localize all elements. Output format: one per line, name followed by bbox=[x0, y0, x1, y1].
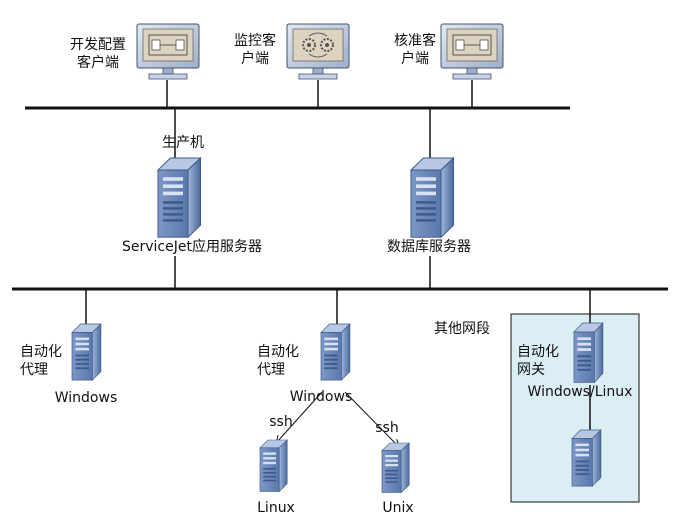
dev-client-label-2: 客户端 bbox=[77, 54, 119, 71]
app-window-icon bbox=[452, 34, 492, 56]
db-server-icon bbox=[410, 157, 455, 238]
approve-client-monitor bbox=[440, 23, 504, 80]
agent2-os-label: Windows bbox=[290, 389, 353, 405]
app-window-icon bbox=[148, 34, 188, 56]
gateway-os-label: Windows/Linux bbox=[528, 384, 633, 400]
agent2-server-icon bbox=[320, 323, 351, 381]
linux-label: Linux bbox=[257, 500, 295, 516]
gateway-server-icon bbox=[573, 322, 604, 383]
gateway-backend-server-icon bbox=[571, 429, 602, 487]
gateway-label-1: 自动化 bbox=[517, 344, 559, 360]
agent1-server-icon bbox=[71, 323, 102, 381]
gateway-label-2: 网关 bbox=[517, 362, 545, 378]
app-server-label: ServiceJet应用服务器 bbox=[122, 238, 262, 255]
dev-client-monitor bbox=[136, 23, 200, 80]
unix-server-icon bbox=[381, 442, 410, 493]
ssh-arrow-left bbox=[277, 391, 323, 442]
db-server-label: 数据库服务器 bbox=[387, 239, 471, 255]
agent1-label-2: 代理 bbox=[20, 362, 48, 378]
agent1-os-label: Windows bbox=[55, 390, 118, 406]
agent2-label-2: 代理 bbox=[257, 362, 285, 378]
monitor-client-label-2: 户端 bbox=[241, 50, 269, 67]
agent1-label-1: 自动化 bbox=[20, 344, 62, 360]
ssh-right-label: ssh bbox=[375, 420, 398, 436]
approve-client-label-1: 核准客 bbox=[394, 32, 436, 49]
agent2-label-1: 自动化 bbox=[257, 344, 299, 360]
gears-icon bbox=[302, 32, 334, 58]
other-segment-title: 其他网段 bbox=[434, 321, 490, 337]
linux-server-icon bbox=[259, 439, 288, 492]
ssh-left-label: ssh bbox=[269, 414, 292, 430]
unix-label: Unix bbox=[382, 500, 413, 516]
approve-client-label-2: 户端 bbox=[401, 50, 429, 67]
ssh-arrow-right bbox=[344, 391, 398, 446]
app-server-icon bbox=[157, 157, 202, 238]
dev-client-label-1: 开发配置 bbox=[70, 37, 126, 53]
monitor-client-label-1: 监控客 bbox=[234, 32, 276, 49]
monitor-client-monitor bbox=[286, 23, 350, 80]
production-label: 生产机 bbox=[162, 135, 204, 151]
